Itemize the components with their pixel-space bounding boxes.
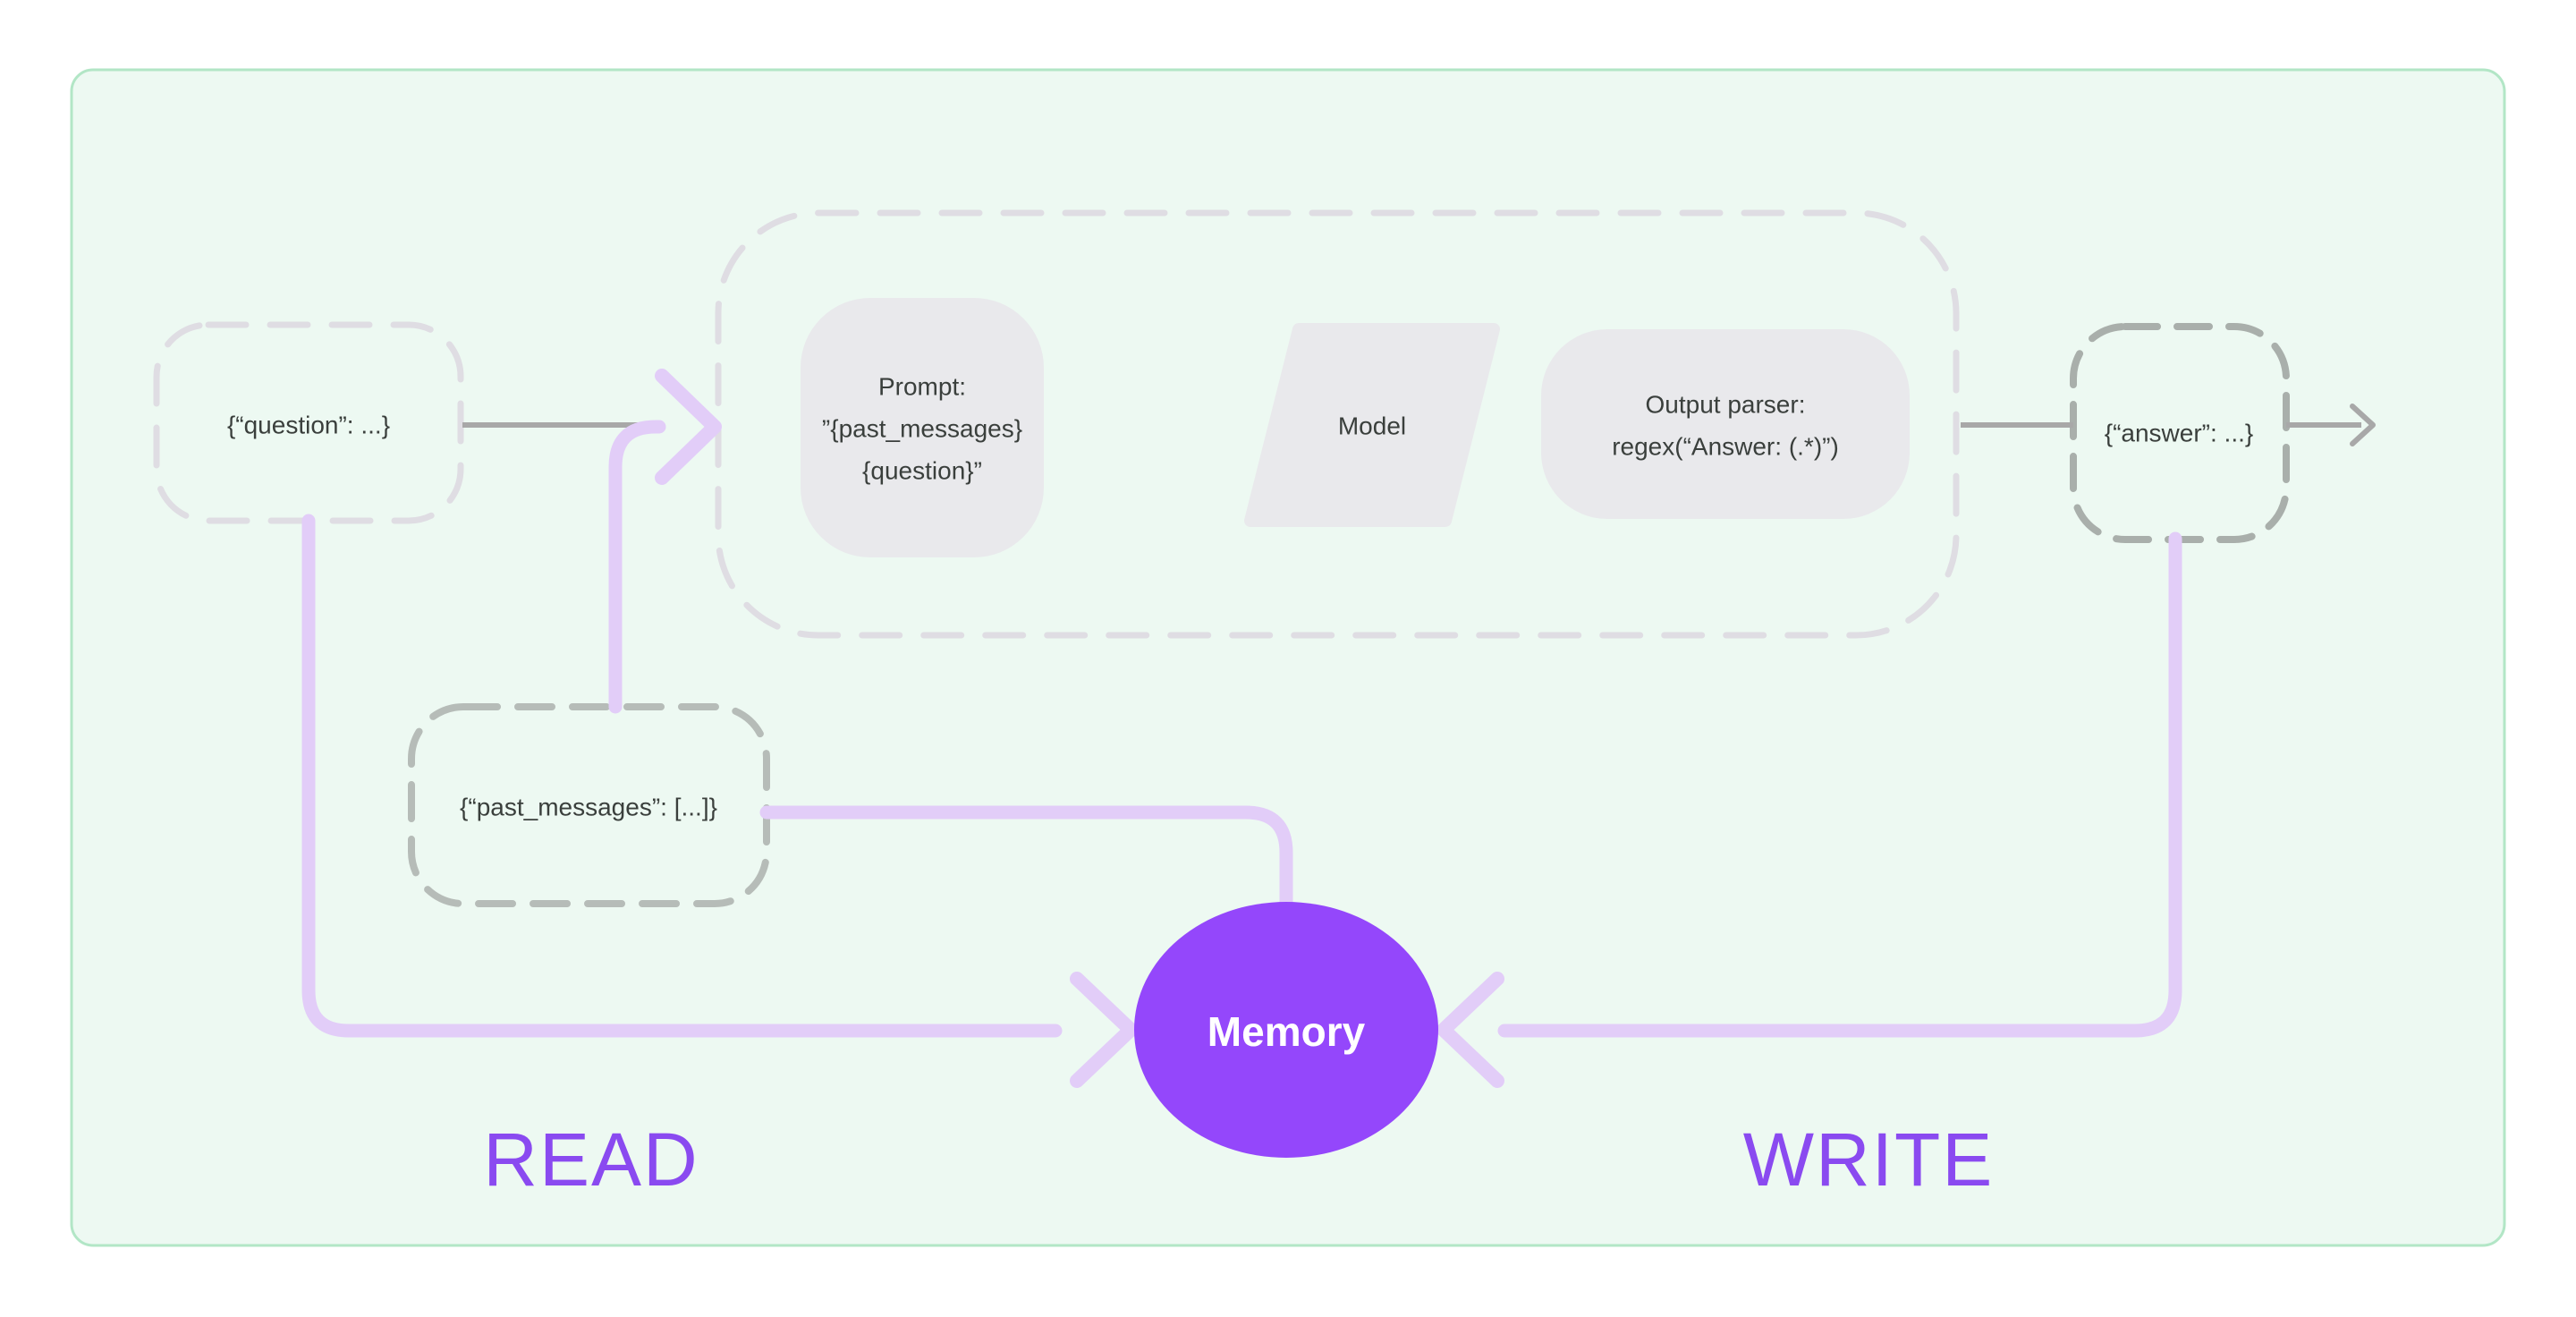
read-path — [301, 514, 1063, 1038]
memory-node — [1134, 902, 1438, 1158]
past-messages-node-label: {“past_messages”: [...]} — [460, 794, 717, 821]
past-to-chain-path — [608, 420, 666, 714]
memory-node-label: Memory — [1208, 1008, 1366, 1055]
prompt-node-label-line2: ”{past_messages} — [822, 415, 1022, 443]
prompt-node — [801, 298, 1044, 557]
write-label: WRITE — [1743, 1117, 1995, 1202]
prompt-node-label-line1: Prompt: — [878, 373, 966, 401]
read-arrowhead-icon — [1070, 972, 1138, 1088]
read-label: READ — [483, 1117, 699, 1202]
output-parser-node-label-line2: regex(“Answer: (.*)”) — [1612, 433, 1839, 461]
model-node-label: Model — [1338, 412, 1406, 440]
past-to-chain-arrowhead-icon — [655, 369, 722, 485]
write-path — [1497, 531, 2182, 1038]
prompt-node-label-line3: {question}” — [862, 457, 982, 485]
past-to-memory-path — [759, 805, 1293, 909]
question-node-label: {“question”: ...} — [227, 412, 390, 439]
answer-output-arrowhead-icon — [2350, 404, 2376, 446]
write-arrowhead-icon — [1436, 972, 1504, 1088]
past-messages-node — [408, 703, 770, 907]
answer-node-label: {“answer”: ...} — [2105, 420, 2254, 447]
output-parser-node — [1541, 329, 1910, 519]
model-node — [1244, 323, 1500, 527]
output-parser-node-label-line1: Output parser: — [1646, 391, 1806, 419]
